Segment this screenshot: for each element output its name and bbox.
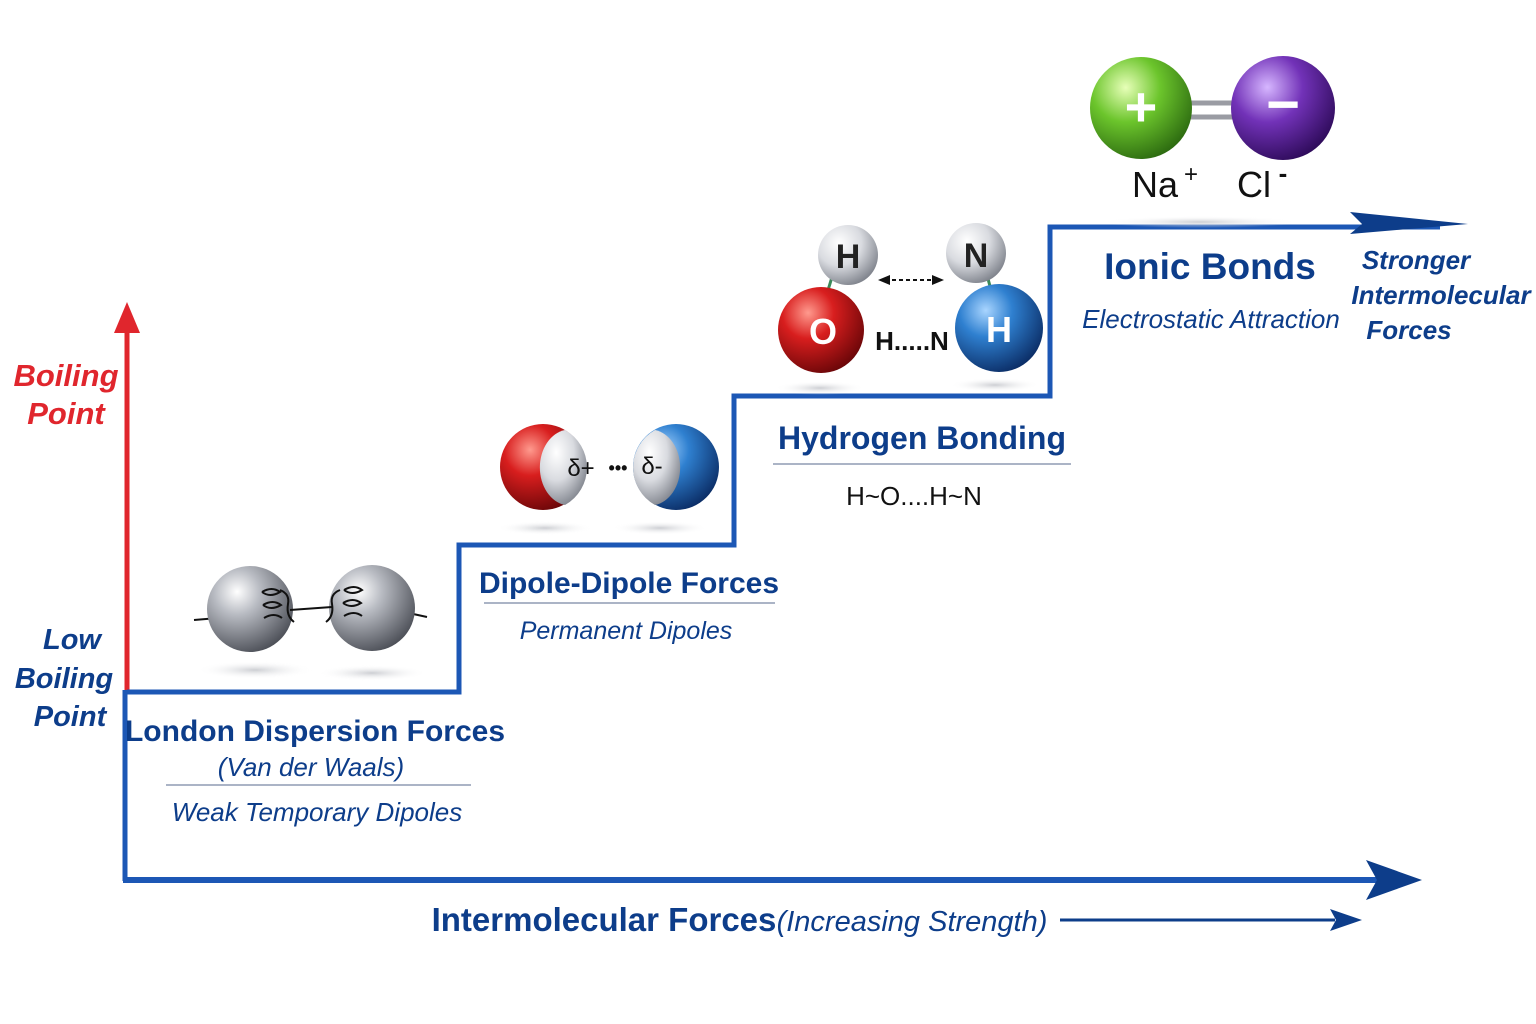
cl-charge: -: [1279, 158, 1288, 188]
y-axis: [114, 302, 140, 690]
van-der-waals-subtitle: (Van der Waals): [218, 752, 404, 782]
london-dispersion-title: London Dispersion Forces: [125, 715, 505, 748]
low-label-line3: Point: [34, 701, 108, 733]
sodium-ion: [1090, 57, 1192, 159]
h-o-h-n-formula: H~O....H~N: [846, 481, 982, 511]
stronger-forces-label: Stronger Intermolecular Forces: [1351, 245, 1532, 345]
atom-white-cap-right: [633, 430, 681, 505]
stronger-label-line2: Intermolecular: [1351, 280, 1532, 310]
atom-h-blue-label: H: [986, 309, 1012, 350]
arrow-right-icon: [932, 275, 944, 285]
atom-white-cap-left: [539, 430, 587, 505]
plus-icon: +: [1125, 75, 1158, 138]
x-axis-title: Intermolecular Forces (Increasing Streng…: [432, 901, 1362, 938]
step-london-dispersion: London Dispersion Forces (Van der Waals)…: [125, 565, 505, 827]
atom-left-gray: [207, 566, 293, 652]
na-charge: +: [1184, 161, 1198, 188]
hydrogen-bond-illustration: H N O H H.....N: [778, 223, 1043, 373]
atom-right-gray: [329, 565, 415, 651]
atom-n-label: N: [964, 237, 989, 275]
stronger-label-line1: Stronger: [1362, 245, 1472, 275]
ionic-bonds-title: Ionic Bonds: [1104, 246, 1316, 287]
nonpolar-molecules-illustration: [193, 565, 428, 652]
boiling-label-line1: Boiling: [13, 358, 118, 393]
staircase-line: [127, 224, 1440, 695]
dispersion-link: [289, 606, 333, 611]
polar-molecules-illustration: δ+ ••• δ-: [500, 424, 719, 510]
squiggle-right-icon: [342, 586, 364, 617]
step-ionic-bonds: + − Na + Cl - Ionic Bonds Electrostatic …: [1082, 56, 1340, 334]
staircase-arrowhead-icon: [1350, 212, 1468, 234]
squiggle-left-icon: [261, 588, 283, 619]
dipole-dots: •••: [609, 458, 628, 478]
x-axis-label-paren: (Increasing Strength): [777, 906, 1048, 938]
cl-label: Cl: [1237, 164, 1271, 205]
na-label: Na: [1132, 164, 1179, 205]
boiling-point-label: Boiling Point: [13, 358, 118, 431]
chloride-ion: [1231, 56, 1335, 160]
step-hydrogen-bonding: H N O H H.....N Hydrogen Bonding H~O....…: [773, 223, 1071, 511]
x-axis: [122, 690, 1422, 900]
atom-hydrogen-top: [818, 225, 878, 285]
hydrogen-bonding-title: Hydrogen Bonding: [778, 420, 1066, 456]
ionic-bond-illustration: + − Na + Cl -: [1090, 56, 1335, 205]
atom-o-label: O: [809, 311, 837, 352]
boiling-point-arrowhead-icon: [114, 302, 140, 333]
dipole-dipole-title: Dipole-Dipole Forces: [479, 567, 779, 600]
x-axis-label-main: Intermolecular Forces: [432, 901, 777, 938]
stronger-label-line3: Forces: [1366, 315, 1451, 345]
delta-minus-label: δ-: [641, 453, 662, 480]
low-label-line2: Boiling: [15, 663, 114, 695]
atom-nitrogen: [946, 223, 1006, 283]
x-title-arrowhead-icon: [1330, 909, 1362, 931]
h-n-bond-label: H.....N: [875, 326, 949, 356]
minus-icon: −: [1266, 72, 1300, 137]
weak-temporary-dipoles-text: Weak Temporary Dipoles: [172, 797, 462, 827]
step-dipole-dipole: δ+ ••• δ- Dipole-Dipole Forces Permanent…: [479, 424, 779, 645]
low-label-line1: Low: [43, 624, 103, 656]
x-axis-arrowhead-icon: [1366, 860, 1422, 900]
atom-h-top-label: H: [836, 238, 861, 276]
atom-oxygen: [778, 287, 864, 373]
low-boiling-point-label: Low Boiling Point: [15, 624, 114, 733]
electrostatic-attraction-text: Electrostatic Attraction: [1082, 304, 1340, 334]
boiling-label-line2: Point: [27, 396, 106, 431]
atom-hydrogen-blue: [955, 284, 1043, 372]
delta-plus-label: δ+: [567, 455, 594, 482]
permanent-dipoles-text: Permanent Dipoles: [520, 617, 733, 645]
step-shadows: [197, 216, 1300, 681]
arrow-left-icon: [878, 275, 890, 285]
